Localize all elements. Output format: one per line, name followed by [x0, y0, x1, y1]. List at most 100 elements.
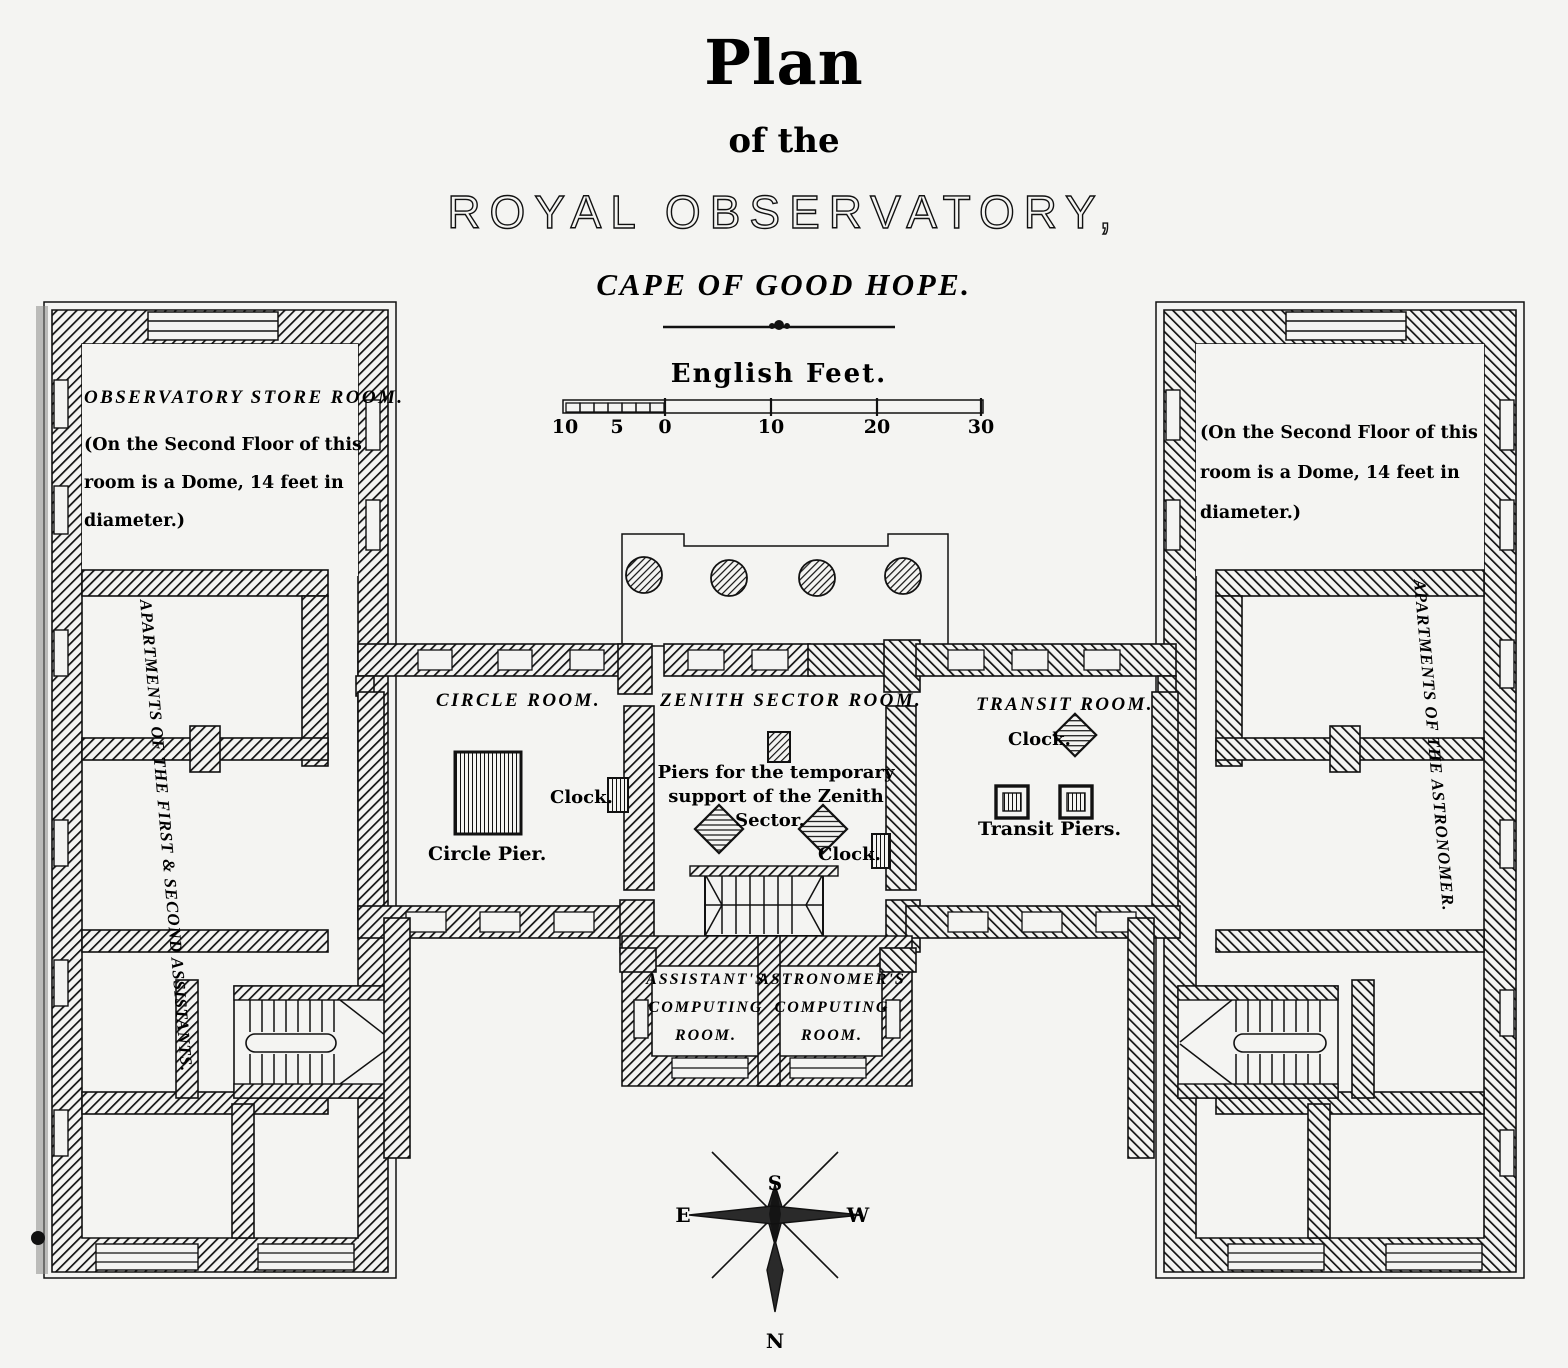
clock-transit-room-label: Clock.	[1008, 729, 1071, 750]
store-room-label: OBSERVATORY STORE ROOM.	[84, 387, 404, 408]
clock-circle-room-icon	[607, 777, 629, 813]
central-staircase	[689, 865, 839, 937]
left-wing-shadow	[36, 306, 48, 1274]
right-dome-note-3: diameter.)	[1200, 503, 1301, 523]
zenith-room-label: ZENITH SECTOR ROOM.	[659, 690, 922, 711]
circle-pier	[453, 750, 523, 836]
title-block: Plan of the ROYAL OBSERVATORY, CAPE OF G…	[447, 26, 1120, 302]
central-block: CIRCLE ROOM. ZENITH SECTOR ROOM. TRANSIT…	[355, 533, 1181, 1159]
portico-column-2	[710, 559, 748, 597]
store-room-floor	[82, 344, 358, 576]
central-north-wall	[355, 639, 1177, 697]
right-vertical-partition-2	[1307, 1103, 1331, 1239]
left-wing-west-windows	[53, 379, 69, 1157]
transit-room-label: TRANSIT ROOM.	[976, 694, 1154, 715]
right-partition-stub	[1329, 725, 1361, 773]
scale-label: English Feet.	[671, 359, 887, 389]
left-wing-staircase	[233, 985, 395, 1099]
store-room-note-2: room is a Dome, 14 feet in	[84, 473, 344, 493]
right-partition-2	[1215, 929, 1485, 953]
assistant-room-window	[633, 999, 649, 1039]
right-vertical-partition	[1351, 979, 1375, 1099]
astronomer-room-label-2: COMPUTING	[775, 999, 890, 1016]
right-wing-staircase	[1177, 985, 1339, 1099]
scale-track	[562, 399, 984, 414]
scale-tick-2: 0	[658, 416, 671, 438]
right-wing-east-windows	[1499, 399, 1515, 1177]
store-room-note-1: (On the Second Floor of this	[84, 435, 362, 455]
clock-circle-room-label: Clock.	[550, 787, 613, 808]
clock-transit-room-icon	[1052, 712, 1098, 758]
zenith-piers-note-1: Piers for the temporary	[658, 762, 895, 783]
right-wing-outline	[1155, 301, 1525, 1279]
right-wing-south-windows	[1227, 1243, 1483, 1271]
right-dome-south-wall	[1215, 569, 1485, 597]
clock-zenith-room-icon	[871, 833, 891, 869]
assistant-room-label-3: ROOM.	[674, 1027, 737, 1044]
store-room-south-wall	[81, 569, 329, 597]
computing-south-windows	[671, 1057, 867, 1079]
compass-label-south: S	[768, 1171, 782, 1195]
zenith-piers-note-2: support of the Zenith	[668, 786, 884, 807]
zenith-piers-note-3: Sector.	[735, 810, 805, 831]
store-room-window	[147, 311, 279, 341]
rule-dot-right	[784, 323, 790, 329]
right-dome-note-2: room is a Dome, 14 feet in	[1200, 463, 1460, 483]
title-observatory: ROYAL OBSERVATORY,	[447, 186, 1120, 238]
left-link-wall	[383, 917, 411, 1159]
right-dome-room-floor	[1196, 344, 1484, 576]
title-subline: of the	[728, 121, 839, 161]
compass-label-east: E	[675, 1203, 690, 1227]
computing-rooms-divider	[757, 935, 781, 1087]
compass-rose: S N E W	[675, 1151, 870, 1353]
left-vertical-partition-2	[231, 1103, 255, 1239]
astronomer-room-label-1: ASTRONOMER'S	[757, 971, 906, 988]
entrance-portico	[621, 533, 949, 647]
compass-label-west: W	[846, 1203, 870, 1227]
scale-tick-5: 30	[968, 416, 994, 438]
assistant-room-label-2: COMPUTING	[649, 999, 764, 1016]
left-partition-stub	[189, 725, 221, 773]
scale-tick-3: 10	[758, 416, 784, 438]
scale-tick-0: 10	[552, 416, 578, 438]
right-dome-window	[1285, 311, 1407, 341]
transit-room-east-wall	[1151, 691, 1179, 919]
transit-pier-west	[994, 784, 1030, 820]
scale-tick-1: 5	[610, 416, 623, 438]
circle-room-label: CIRCLE ROOM.	[436, 690, 601, 711]
compass-needle-south-tail	[766, 1237, 784, 1313]
scale-tick-4: 20	[864, 416, 890, 438]
title-location: CAPE OF GOOD HOPE.	[596, 267, 971, 302]
page-title: Plan	[704, 26, 863, 99]
rule-dot-center	[774, 320, 784, 330]
left-wing-south-windows	[95, 1243, 355, 1271]
computing-rooms-block	[619, 935, 917, 1087]
portico-column-1	[625, 556, 663, 594]
compass-label-north: N	[766, 1329, 784, 1353]
left-partition-2	[81, 929, 329, 953]
right-link-wall	[1127, 917, 1155, 1159]
zenith-pier-east	[797, 803, 849, 855]
right-wing-west-windows	[1165, 389, 1181, 551]
scale-bar: English Feet. 10 5 0 10 20 30	[552, 320, 994, 438]
right-wing: (On the Second Floor of this room is a D…	[1155, 301, 1525, 1279]
rule-dot-left	[769, 323, 775, 329]
zenith-pier-north	[767, 731, 791, 763]
assistant-room-label-1: ASSISTANT'S	[645, 971, 766, 988]
portico-column-4	[884, 557, 922, 595]
store-room-note-3: diameter.)	[84, 511, 185, 531]
ink-blot	[31, 1231, 45, 1245]
astronomer-room-label-3: ROOM.	[800, 1027, 863, 1044]
circle-pier-label: Circle Pier.	[428, 843, 546, 865]
astronomer-room-window	[885, 999, 901, 1039]
right-dome-note-1: (On the Second Floor of this	[1200, 423, 1478, 443]
clock-zenith-room-label: Clock.	[818, 844, 881, 865]
transit-pier-east	[1058, 784, 1094, 820]
left-wing-east-windows	[365, 399, 381, 551]
transit-piers-label: Transit Piers.	[978, 818, 1121, 840]
zenith-pier-west	[693, 803, 745, 855]
circle-room-west-wall	[357, 691, 385, 919]
portico-column-3	[798, 559, 836, 597]
